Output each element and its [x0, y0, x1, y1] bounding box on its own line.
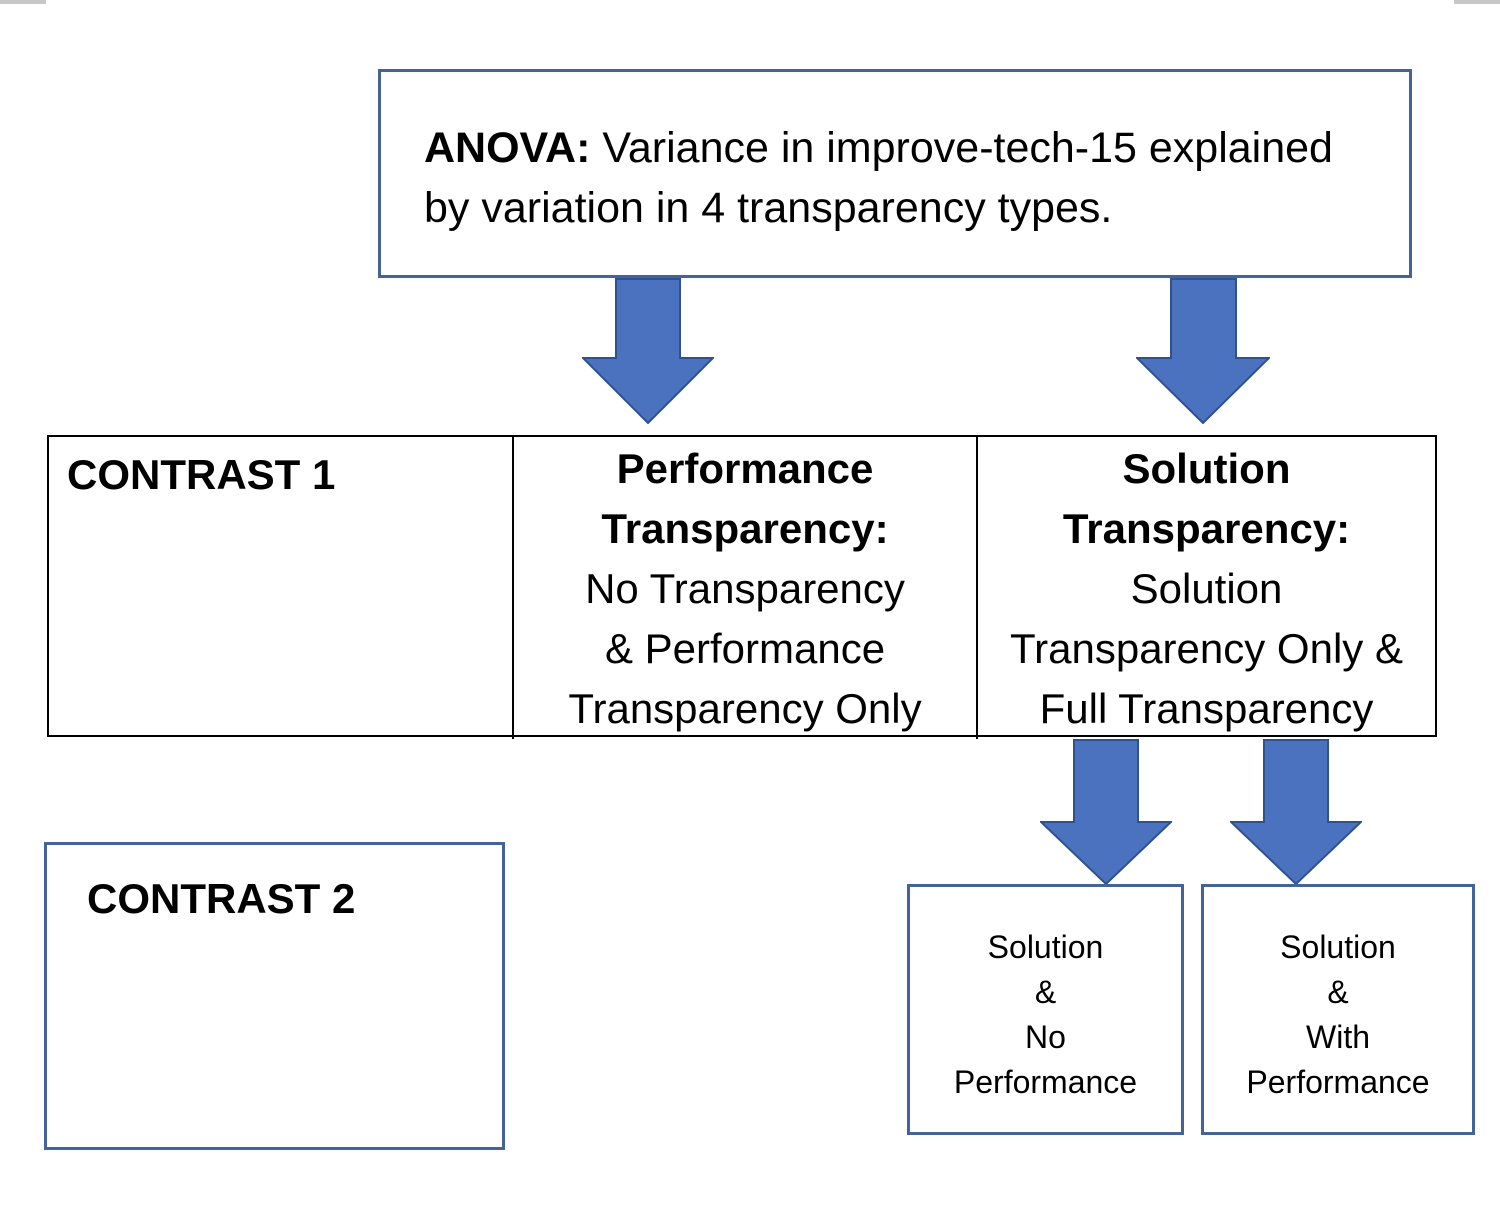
- with-performance-line-1: Solution: [1280, 929, 1396, 965]
- contrast-1-label-cell: CONTRAST 1: [49, 437, 512, 739]
- performance-body-line-2: & Performance: [604, 625, 886, 672]
- no-performance-line-2: &: [1034, 974, 1057, 1010]
- solution-body-line-3: Full Transparency: [1039, 685, 1374, 732]
- performance-transparency-cell: Performance Transparency: No Transparenc…: [512, 437, 976, 739]
- solution-no-performance-box: Solution & No Performance: [907, 884, 1184, 1135]
- solution-body-line-1: Solution: [1130, 565, 1283, 612]
- solution-with-performance-box: Solution & With Performance: [1201, 884, 1475, 1135]
- performance-title-line-2: Transparency:: [601, 505, 889, 552]
- contrast-1-label: CONTRAST 1: [67, 451, 336, 498]
- solution-transparency-cell: Solution Transparency: Solution Transpar…: [976, 437, 1435, 739]
- arrow-down-to-performance: [582, 278, 714, 424]
- anova-box: ANOVA: Variance in improve-tech-15 expla…: [378, 69, 1412, 278]
- performance-title-line-1: Performance: [616, 445, 874, 492]
- no-performance-line-3: No: [1025, 1019, 1066, 1055]
- anova-description: Variance in improve-tech-15 explained by…: [424, 124, 1333, 232]
- performance-body-line-3: Transparency Only: [568, 685, 922, 732]
- corner-mark-left: [0, 0, 46, 4]
- performance-body-line-1: No Transparency: [585, 565, 905, 612]
- corner-mark-right: [1454, 0, 1500, 4]
- solution-title-line-1: Solution: [1122, 445, 1291, 492]
- arrow-down-to-no-performance: [1040, 739, 1172, 885]
- solution-title-line-2: Transparency:: [1062, 505, 1351, 552]
- solution-body-line-2: Transparency Only &: [1010, 625, 1403, 672]
- arrow-down-to-with-performance: [1230, 739, 1362, 885]
- with-performance-line-2: &: [1327, 974, 1349, 1010]
- with-performance-line-4: Performance: [1246, 1064, 1430, 1100]
- arrow-down-to-solution: [1136, 278, 1270, 424]
- with-performance-line-3: With: [1306, 1019, 1370, 1055]
- contrast-1-table: CONTRAST 1 Performance Transparency: No …: [47, 435, 1437, 739]
- no-performance-line-4: Performance: [953, 1064, 1138, 1100]
- contrast-2-box: CONTRAST 2: [44, 842, 505, 1150]
- contrast-2-label: CONTRAST 2: [87, 875, 356, 922]
- anova-label: ANOVA:: [424, 124, 591, 172]
- no-performance-line-1: Solution: [987, 929, 1104, 965]
- anova-text: ANOVA: Variance in improve-tech-15 expla…: [424, 118, 1384, 238]
